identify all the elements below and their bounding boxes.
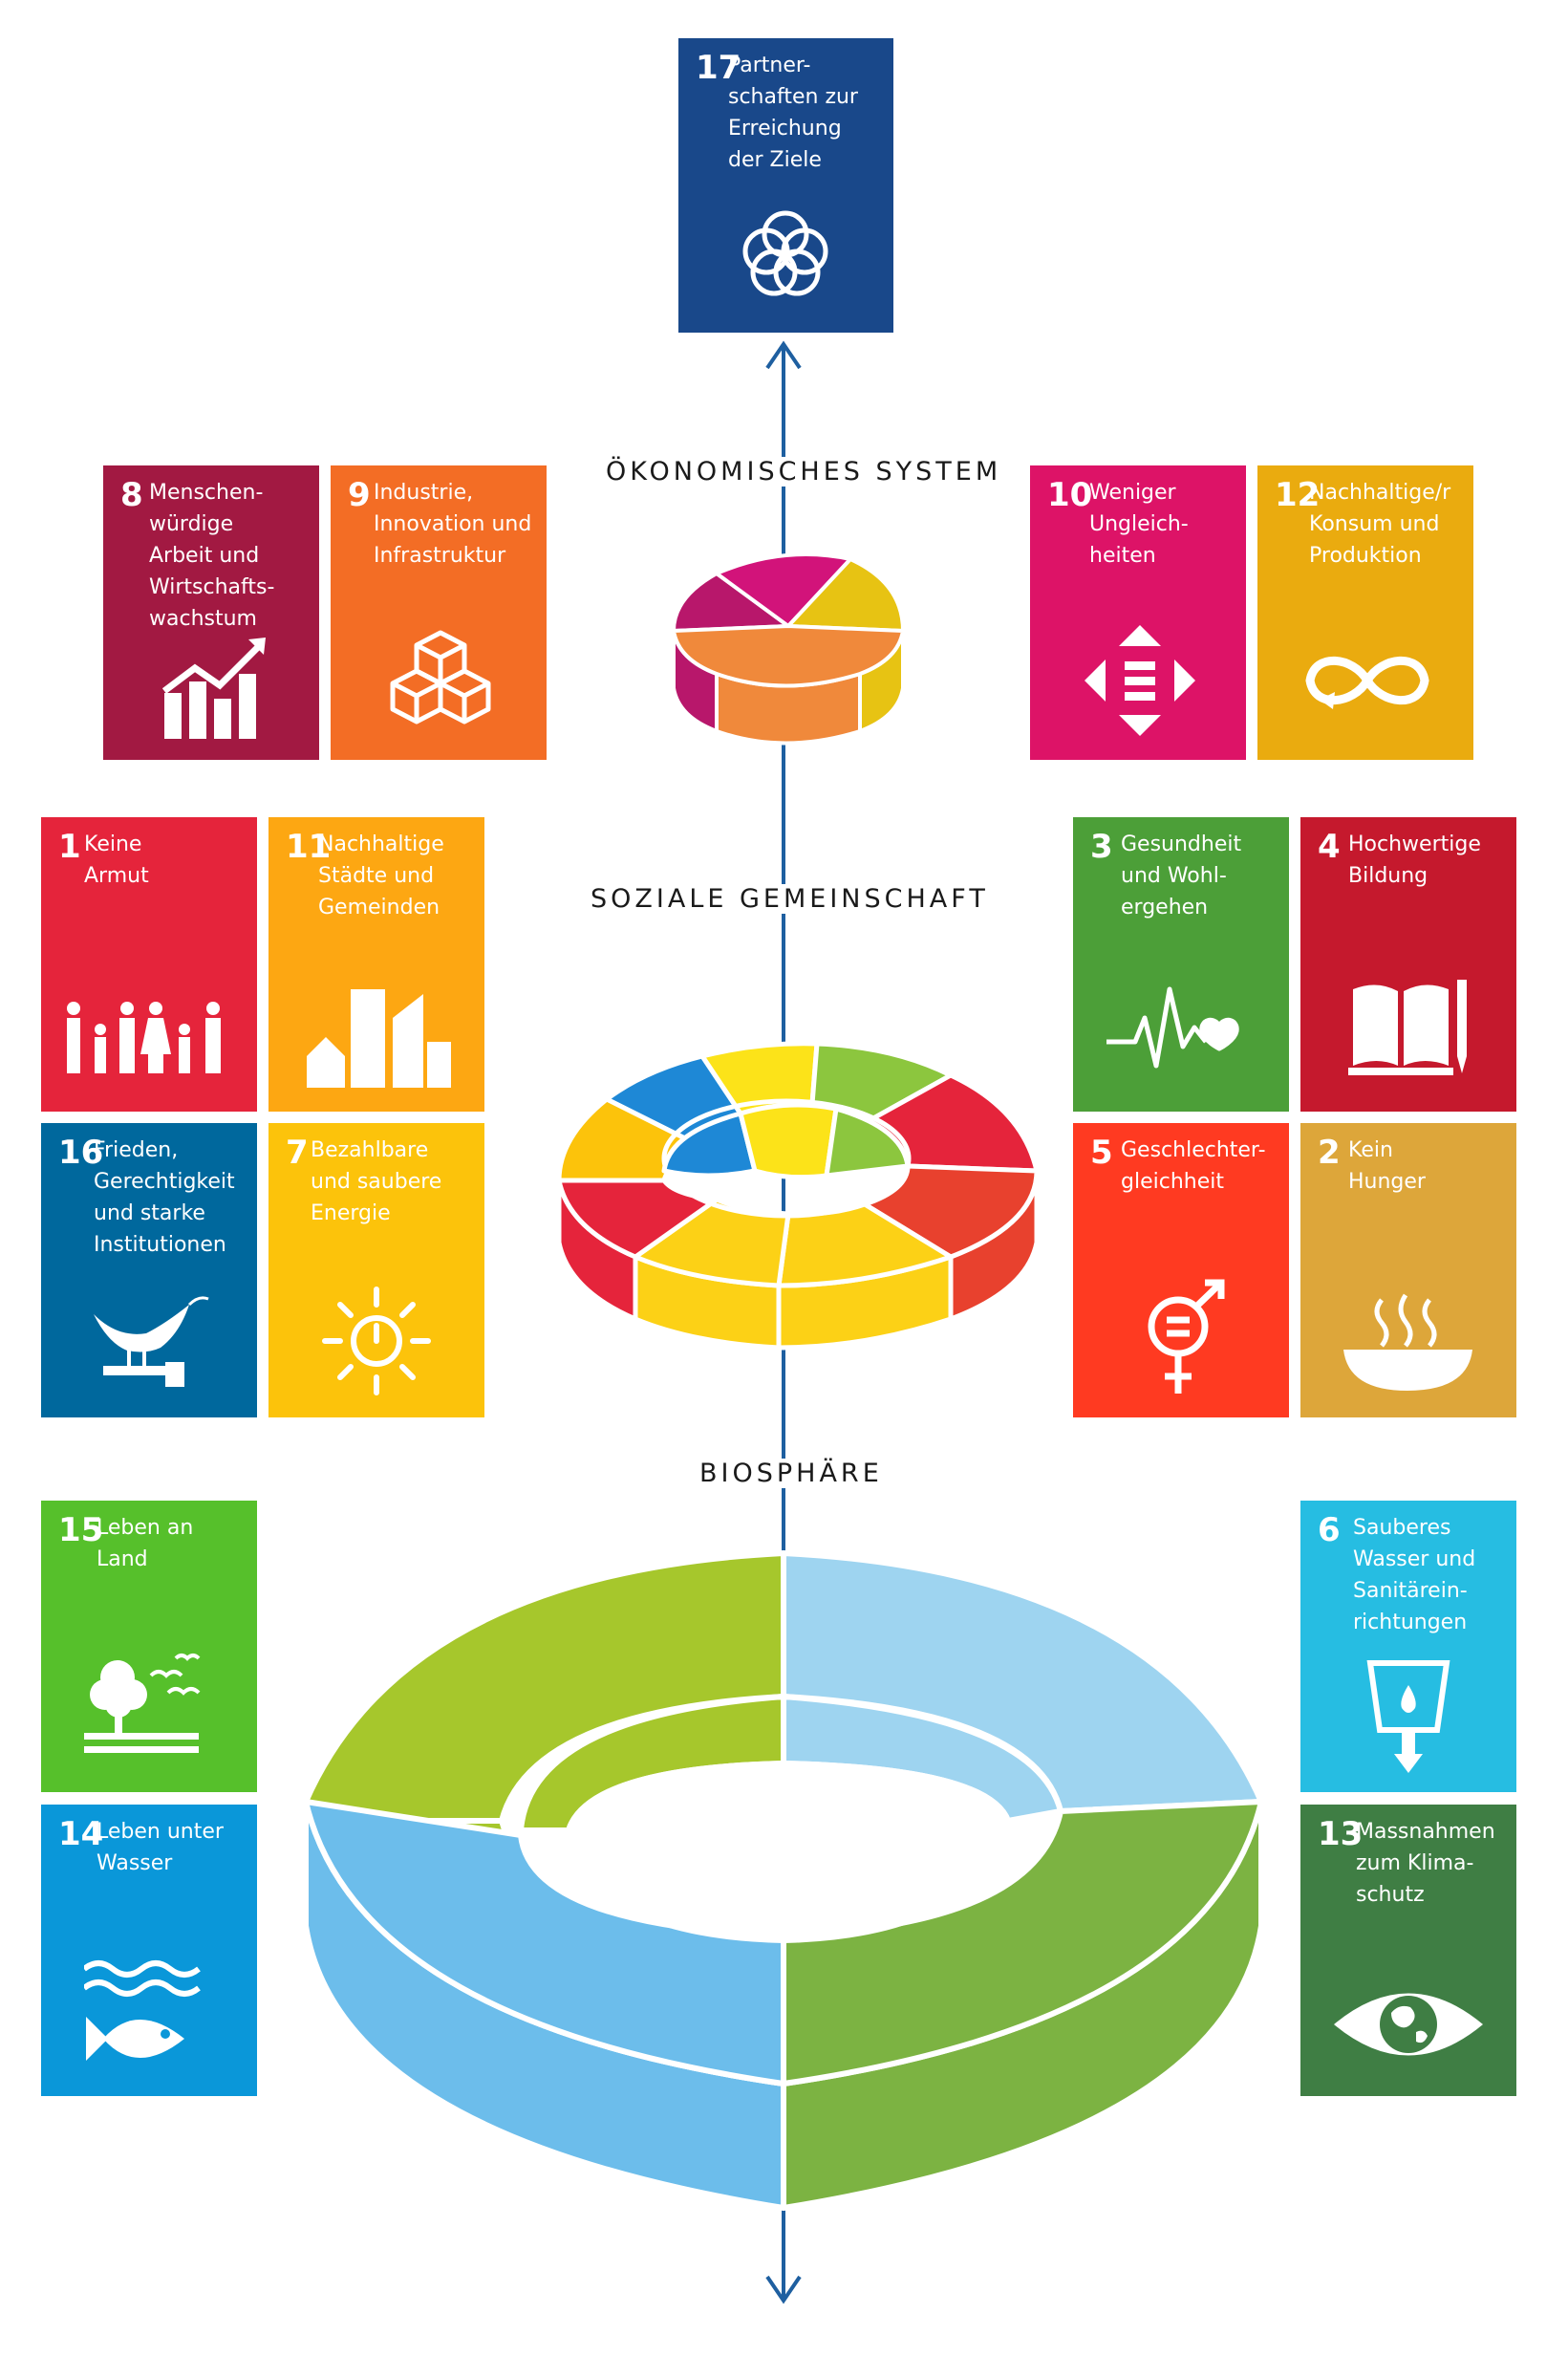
goal-1-number: 1 — [58, 828, 81, 866]
goal-14-number: 14 — [58, 1815, 104, 1853]
goal-2-number: 2 — [1318, 1134, 1341, 1172]
biosphere-ring — [303, 1550, 1264, 2211]
goal-14-tile: 14 Leben unter Wasser — [41, 1805, 257, 2096]
goal-2-label: Kein Hunger — [1348, 1138, 1426, 1194]
goal-12-label: Nachhaltige/r Konsum und Produktion — [1309, 481, 1451, 568]
goal-15-label: Leben an Land — [97, 1516, 194, 1571]
infinity-icon — [1305, 656, 1429, 709]
goal-11-label: Nachhaltige Städte und Gemeinden — [318, 833, 444, 919]
goal-12-tile: 12 Nachhaltige/r Konsum und Produktion — [1257, 465, 1473, 760]
pie-top-front — [672, 624, 905, 688]
earth-eye-icon — [1334, 1993, 1483, 2056]
goal-3-tile: 3 Gesundheit und Wohl- ergehen — [1073, 817, 1289, 1112]
goal-10-tile: 10 Weniger Ungleich- heiten — [1030, 465, 1246, 760]
cubes-icon — [390, 630, 491, 724]
society-ring — [556, 1041, 1040, 1351]
goal-10-number: 10 — [1047, 476, 1093, 514]
goal-9-tile: 9 Industrie, Innovation und Infrastruktu… — [331, 465, 547, 760]
sun-power-icon — [322, 1287, 431, 1395]
goal-5-number: 5 — [1090, 1134, 1113, 1172]
pie-top-right — [786, 557, 905, 633]
goal-7-tile: 7 Bezahlbare und saubere Energie — [268, 1123, 484, 1417]
goal-11-tile: 11 Nachhaltige Städte und Gemeinden — [268, 817, 484, 1112]
goal-5-tile: 5 Geschlechter- gleichheit — [1073, 1123, 1289, 1417]
goal-4-tile: 4 Hochwertige Bildung — [1300, 817, 1516, 1112]
goal-3-label: Gesundheit und Wohl- ergehen — [1121, 833, 1242, 919]
heartbeat-icon — [1106, 986, 1239, 1069]
family-icon — [67, 1002, 221, 1073]
goal-6-tile: 6 Sauberes Wasser und Sanitärein- richtu… — [1300, 1501, 1516, 1792]
goal-17-label: Partner- schaften zur Erreichung der Zie… — [728, 54, 858, 172]
goal-15-tile: 15 Leben an Land — [41, 1501, 257, 1792]
goal-5-label: Geschlechter- gleichheit — [1121, 1138, 1266, 1194]
goal-8-label: Menschen- würdige Arbeit und Wirtschafts… — [149, 481, 275, 631]
goal-11-number: 11 — [286, 828, 332, 866]
growth-chart-icon — [162, 638, 266, 739]
water-glass-icon — [1366, 1660, 1450, 1773]
goal-10-label: Weniger Ungleich- heiten — [1089, 481, 1189, 568]
axis-arrow-down-icon — [765, 2275, 802, 2304]
goal-13-number: 13 — [1318, 1815, 1364, 1853]
pie-top-left — [672, 572, 790, 633]
goal-9-number: 9 — [348, 476, 371, 514]
label-biosphere: BIOSPHÄRE — [694, 1459, 889, 1488]
goal-12-number: 12 — [1275, 476, 1321, 514]
goal-13-tile: 13 Massnahmen zum Klima- schutz — [1300, 1805, 1516, 2096]
goal-3-number: 3 — [1090, 828, 1113, 866]
goal-4-label: Hochwertige Bildung — [1348, 833, 1481, 888]
goal-14-label: Leben unter Wasser — [97, 1820, 224, 1875]
goal-8-tile: 8 Menschen- würdige Arbeit und Wirtschaf… — [103, 465, 319, 760]
goal-16-tile: 16 Frieden, Gerechtigkeit und starke Ins… — [41, 1123, 257, 1417]
axis-arrow-up-icon — [765, 340, 802, 370]
goal-7-label: Bezahlbare und saubere Energie — [311, 1138, 442, 1225]
goal-1-tile: 1 Keine Armut — [41, 817, 257, 1112]
goal-16-number: 16 — [58, 1134, 104, 1172]
book-icon — [1348, 980, 1467, 1075]
goal-9-label: Industrie, Innovation und Infrastruktur — [374, 481, 532, 568]
tree-birds-icon — [84, 1654, 201, 1753]
fish-icon — [84, 1960, 201, 2061]
economy-pie — [672, 552, 905, 746]
bowl-icon — [1343, 1293, 1472, 1391]
city-icon — [307, 989, 451, 1088]
goal-4-number: 4 — [1318, 828, 1341, 866]
goal-13-label: Massnahmen zum Klima- schutz — [1356, 1820, 1495, 1907]
goal-2-tile: 2 Kein Hunger — [1300, 1123, 1516, 1417]
goal-6-number: 6 — [1318, 1511, 1341, 1549]
equality-arrows-icon — [1085, 625, 1195, 736]
goal-1-label: Keine Armut — [84, 833, 149, 888]
interlinked-rings-icon — [742, 210, 828, 296]
label-economy: ÖKONOMISCHES SYSTEM — [600, 457, 1008, 487]
pie-top-back — [715, 552, 852, 628]
goal-7-number: 7 — [286, 1134, 309, 1172]
goal-6-label: Sauberes Wasser und Sanitärein- richtung… — [1353, 1516, 1476, 1634]
gender-equality-icon — [1148, 1279, 1225, 1394]
goal-17-tile: 17 Partner- schaften zur Erreichung der … — [678, 38, 893, 333]
goal-15-number: 15 — [58, 1511, 104, 1549]
label-society: SOZIALE GEMEINSCHAFT — [585, 884, 995, 914]
goal-16-label: Frieden, Gerechtigkeit und starke Instit… — [94, 1138, 235, 1257]
goal-8-number: 8 — [120, 476, 143, 514]
goal-17-number: 17 — [696, 49, 741, 87]
dove-icon — [94, 1296, 209, 1387]
